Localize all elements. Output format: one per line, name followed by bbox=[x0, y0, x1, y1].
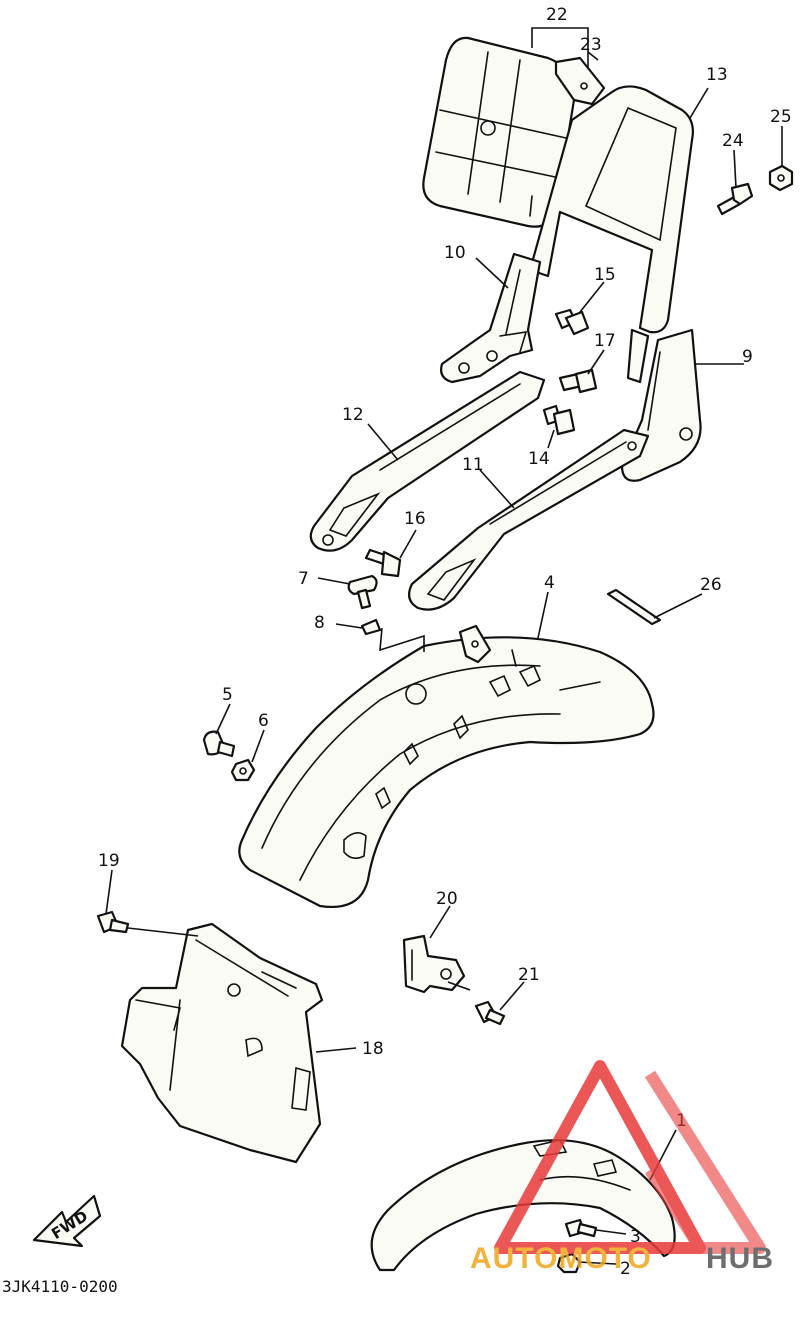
bolt-17 bbox=[558, 368, 598, 394]
bolt-16 bbox=[364, 548, 402, 578]
backrest-pad bbox=[422, 36, 576, 228]
watermark-text-secondary: HUB bbox=[706, 1242, 774, 1275]
callout-17: 17 bbox=[594, 331, 616, 351]
bolt-7 bbox=[347, 574, 378, 610]
callout-22: 22 bbox=[546, 5, 568, 25]
right-side-rail bbox=[407, 428, 650, 611]
bolt-19 bbox=[96, 910, 130, 934]
backrest-frame bbox=[528, 85, 694, 384]
callout-16: 16 bbox=[404, 509, 426, 529]
callout-18: 18 bbox=[362, 1039, 384, 1059]
callout-5: 5 bbox=[222, 685, 233, 705]
callout-20: 20 bbox=[436, 889, 458, 909]
left-side-rail bbox=[309, 370, 546, 552]
callout-24: 24 bbox=[722, 131, 744, 151]
watermark-text-primary: AUTOMOTO bbox=[470, 1242, 652, 1275]
callout-15: 15 bbox=[594, 265, 616, 285]
callout-21: 21 bbox=[518, 965, 540, 985]
callout-3: 3 bbox=[630, 1227, 641, 1247]
callout-14: 14 bbox=[528, 449, 550, 469]
bolt-14 bbox=[542, 404, 576, 436]
bolt-5 bbox=[202, 730, 236, 758]
callout-23: 23 bbox=[580, 35, 602, 55]
callout-2: 2 bbox=[620, 1259, 631, 1279]
bolt-21 bbox=[474, 1000, 506, 1026]
warning-label bbox=[606, 588, 662, 626]
callout-26: 26 bbox=[700, 575, 722, 595]
callout-11: 11 bbox=[462, 455, 484, 475]
nut-25 bbox=[768, 164, 794, 192]
clip-8 bbox=[360, 618, 382, 636]
inner-fender bbox=[120, 922, 324, 1164]
watermark-triangle-icon bbox=[494, 1060, 706, 1254]
bolt-24 bbox=[716, 182, 754, 216]
callout-7: 7 bbox=[298, 569, 309, 589]
drawing-code: 3JK4110-0200 bbox=[2, 1277, 118, 1296]
callout-13: 13 bbox=[706, 65, 728, 85]
callout-9: 9 bbox=[742, 347, 753, 367]
callout-12: 12 bbox=[342, 405, 364, 425]
callout-6: 6 bbox=[258, 711, 269, 731]
callout-8: 8 bbox=[314, 613, 325, 633]
leader-lines bbox=[105, 27, 783, 1265]
front-fender bbox=[370, 1139, 676, 1272]
left-side-bracket bbox=[440, 252, 542, 384]
nut-6 bbox=[230, 758, 256, 782]
callout-10: 10 bbox=[444, 243, 466, 263]
reflector-bracket bbox=[402, 934, 466, 994]
backrest-bracket bbox=[554, 56, 606, 106]
watermark-logo: AUTOMOTO HUB bbox=[470, 1060, 774, 1275]
fwd-arrow: FWD bbox=[32, 1194, 102, 1248]
bolt-15 bbox=[554, 308, 590, 336]
callout-25: 25 bbox=[770, 107, 792, 127]
callout-4: 4 bbox=[544, 573, 555, 593]
callout-19: 19 bbox=[98, 851, 120, 871]
rear-fender bbox=[238, 624, 655, 908]
bolt-3 bbox=[564, 1218, 598, 1238]
